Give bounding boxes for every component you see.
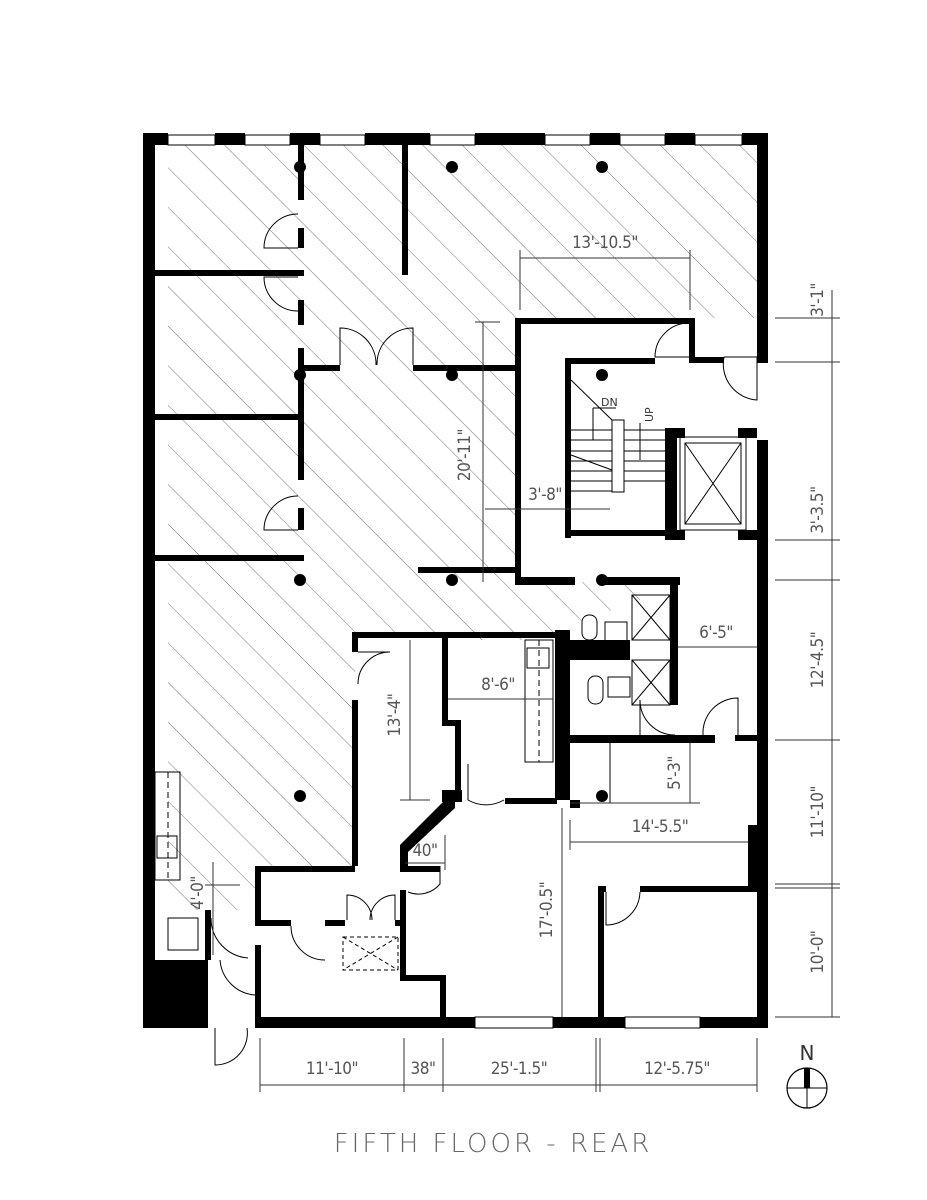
- dim-room-13-4: 13'-4": [385, 694, 405, 737]
- dim-bottom-2: 25'-1.5": [491, 1059, 548, 1079]
- interior-walls: [155, 145, 757, 1025]
- exterior-walls: [143, 133, 768, 1028]
- drawing-title: FIFTH FLOOR - REAR: [334, 1129, 653, 1159]
- dim-right-0: 3'-1": [808, 283, 828, 317]
- dim-left-4-0: 4'-0": [188, 876, 208, 910]
- dim-right-4: 10'-0": [808, 931, 828, 974]
- dim-bottom-0: 11'-10": [306, 1059, 358, 1079]
- dim-door-40: 40": [413, 841, 438, 861]
- stair: [570, 379, 665, 493]
- bathroom-fixtures: [154, 594, 671, 971]
- elevator: [679, 436, 747, 531]
- dim-corridor-height: 20'-11": [455, 429, 475, 481]
- dim-bath-width: 6'-5": [699, 623, 733, 643]
- columns: [294, 161, 608, 802]
- dim-top-span: 13'-10.5": [572, 233, 638, 253]
- north-label: N: [800, 1041, 815, 1065]
- dim-vert-17: 17'-0.5": [537, 882, 557, 939]
- north-arrow-icon: [786, 1067, 828, 1109]
- doors[interactable]: [210, 213, 758, 1066]
- dim-room-8-6: 8'-6": [481, 675, 515, 695]
- windows: [167, 134, 743, 1029]
- hatched-office-area: [155, 145, 757, 910]
- dim-stair-gap: 3'-8": [528, 485, 562, 505]
- dim-right-1: 3'-3.5": [808, 486, 828, 533]
- dim-right-2: 12'-4.5": [808, 632, 828, 689]
- dim-bottom-1: 38": [411, 1059, 436, 1079]
- stair-up-label: UP: [643, 407, 656, 422]
- dim-right-3: 11'-10": [808, 786, 828, 838]
- dim-hall-5-3: 5'-3": [665, 756, 685, 790]
- stair-down-label: DN: [601, 396, 618, 409]
- dimension-lines: [205, 250, 840, 1092]
- dim-bottom-3: 12'-5.75": [644, 1059, 710, 1079]
- dim-hall-14-5: 14'-5.5": [632, 817, 689, 837]
